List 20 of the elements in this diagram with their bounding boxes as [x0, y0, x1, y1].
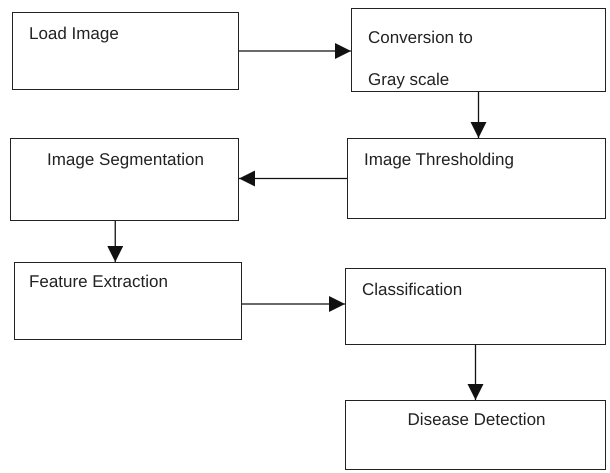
arrow	[242, 296, 345, 312]
arrow	[468, 345, 484, 400]
step-label: Classification	[362, 279, 464, 301]
process-box	[345, 268, 606, 345]
step-label: Disease Detection	[406, 409, 546, 431]
arrow	[239, 43, 351, 59]
process-box	[14, 262, 242, 340]
step-label: Load Image	[29, 23, 120, 45]
step-label: Image Thresholding	[364, 149, 515, 171]
step-label: Feature Extraction	[29, 271, 169, 293]
step-label: Conversion to Gray scale	[368, 27, 474, 91]
process-box	[12, 12, 239, 90]
arrow	[239, 170, 347, 186]
process-box	[345, 400, 606, 470]
arrow	[470, 92, 486, 138]
step-label: Image Segmentation	[46, 149, 205, 171]
process-box	[10, 138, 239, 221]
arrow	[107, 221, 124, 262]
process-box	[351, 8, 606, 92]
process-box	[347, 138, 606, 219]
